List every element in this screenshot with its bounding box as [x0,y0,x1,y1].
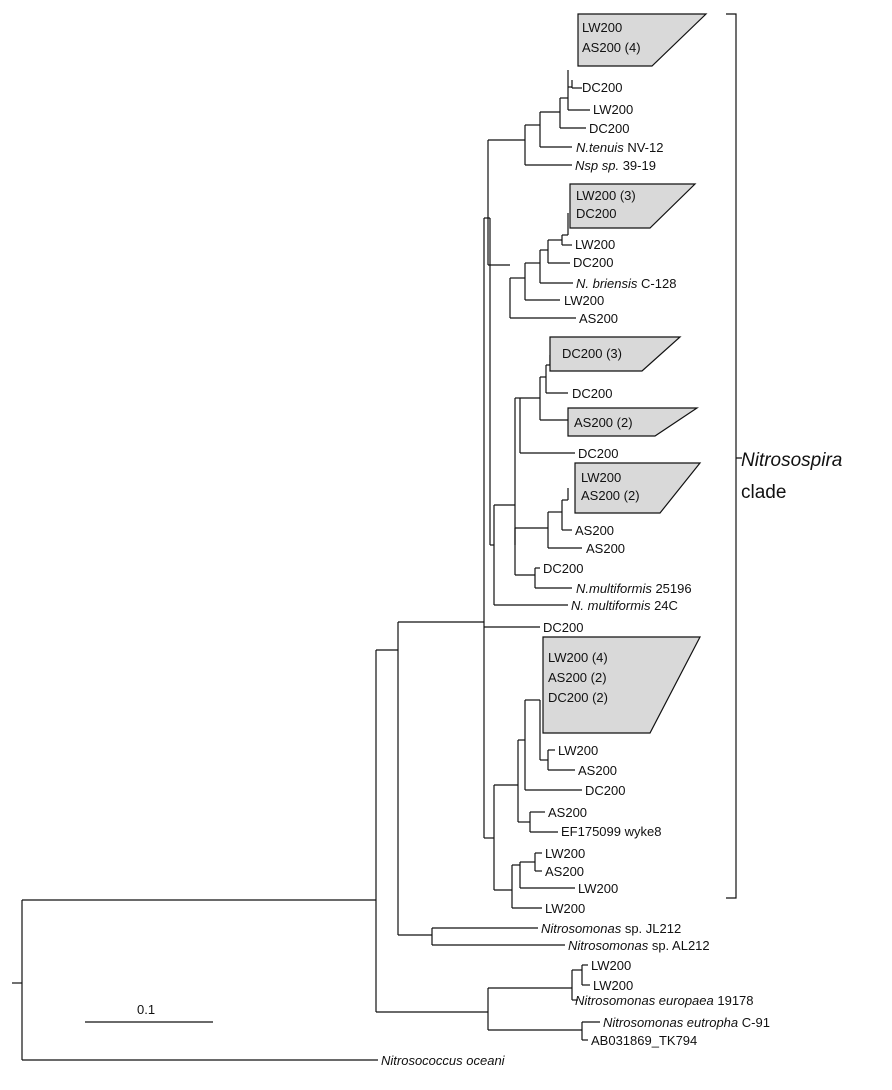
collapsed-group-6 [542,636,701,734]
collapsed-group-4 [567,407,699,437]
leaf-label: AB031869_TK794 [591,1033,697,1048]
clade-word: clade [741,482,786,503]
leaf-label: Nitrosomonas eutropha C-91 [603,1015,770,1030]
leaf-label: Nsp sp. 39-19 [575,158,656,173]
leaf-label: LW200 [593,978,633,993]
leaf-label: DC200 [578,446,618,461]
leaf-label: AS200 [586,541,625,556]
scale-bar-label: 0.1 [137,1002,155,1017]
clade-name: Nitrosospira [741,450,842,471]
leaf-label: LW200 [545,846,585,861]
collapsed-group-3 [549,336,682,372]
collapsed-groups: LW200 AS200 (4) LW200 (3) DC200 DC200 (3… [542,13,708,734]
leaf-label: DC200 [543,561,583,576]
leaf-label: LW200 [575,237,615,252]
leaf-label: DC200 [543,620,583,635]
leaf-label: N. multiformis 24C [571,598,678,613]
leaf-label: DC200 [589,121,629,136]
leaf-label: AS200 [545,864,584,879]
leaf-label: N.multiformis 25196 [576,581,692,596]
clade-bracket: Nitrosospira clade [726,13,842,899]
collapsed-group-1 [577,13,708,67]
leaf-label: LW200 [545,901,585,916]
collapsed-group-5-line-1: LW200 [581,470,621,485]
leaf-label: AS200 [548,805,587,820]
leaf-label: Nitrosomonas sp. JL212 [541,921,681,936]
leaf-label: N.tenuis NV-12 [576,140,663,155]
leaf-label: DC200 [572,386,612,401]
leaf-label: Nitrosococcus oceani [381,1053,506,1068]
collapsed-group-5-line-2: AS200 (2) [581,488,640,503]
tree-branches [12,70,600,1061]
collapsed-group-2-line-1: LW200 (3) [576,188,636,203]
collapsed-group-1-line-1: LW200 [582,20,622,35]
collapsed-group-3-line-1: DC200 (3) [562,346,622,361]
leaf-label: AS200 [578,763,617,778]
leaf-labels: DC200 LW200 DC200 N.tenuis NV-12 Nsp sp.… [381,80,770,1068]
leaf-label: Nitrosomonas sp. AL212 [568,938,710,953]
collapsed-group-1-line-2: AS200 (4) [582,40,641,55]
collapsed-group-6-line-1: LW200 (4) [548,650,608,665]
collapsed-group-2-line-2: DC200 [576,206,616,221]
scale-bar: 0.1 [85,1002,213,1023]
leaf-label: LW200 [558,743,598,758]
leaf-label: DC200 [585,783,625,798]
leaf-label: LW200 [593,102,633,117]
leaf-label: LW200 [564,293,604,308]
leaf-label: AS200 [579,311,618,326]
leaf-label: LW200 [578,881,618,896]
collapsed-group-6-line-3: DC200 (2) [548,690,608,705]
collapsed-group-4-line-1: AS200 (2) [574,415,633,430]
leaf-label: N. briensis C-128 [576,276,676,291]
collapsed-group-6-line-2: AS200 (2) [548,670,607,685]
leaf-label: Nitrosomonas europaea 19178 [575,993,754,1008]
collapsed-group-5 [574,462,702,514]
leaf-label: LW200 [591,958,631,973]
leaf-label: DC200 [582,80,622,95]
leaf-label: DC200 [573,255,613,270]
collapsed-group-2 [569,183,697,229]
leaf-label: EF175099 wyke8 [561,824,661,839]
leaf-label: AS200 [575,523,614,538]
